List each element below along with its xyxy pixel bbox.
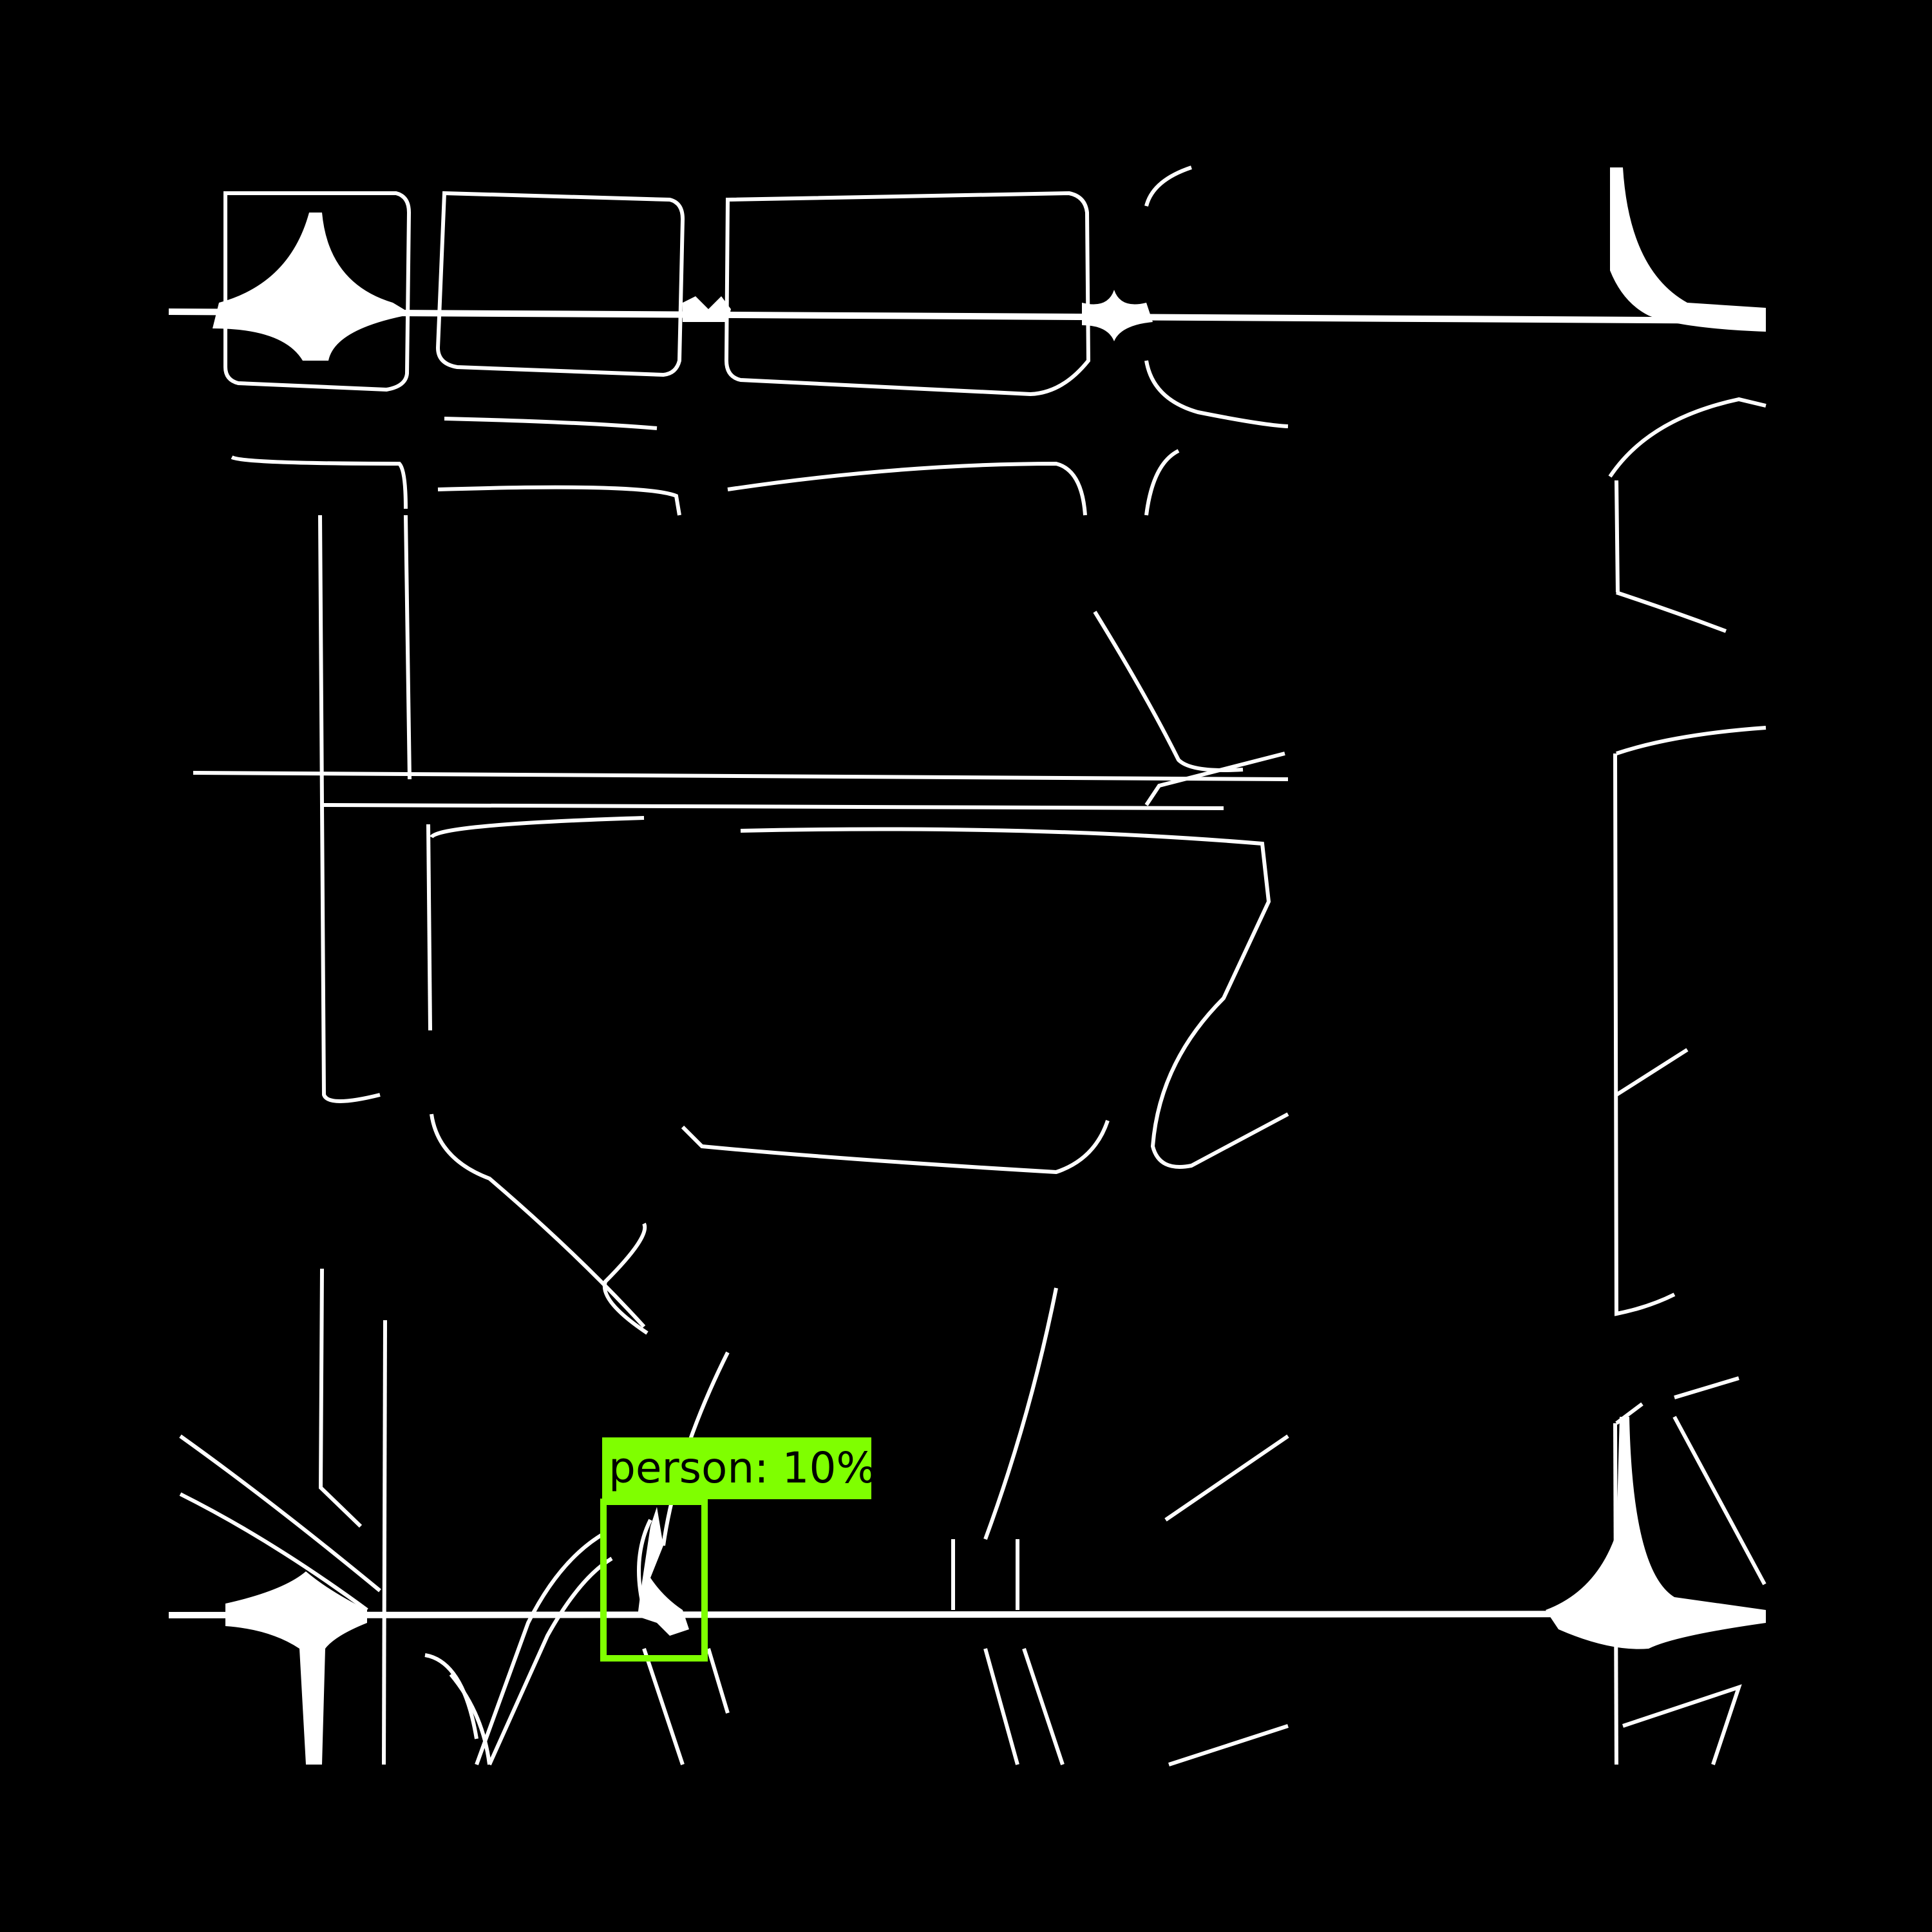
white-blob-shapes <box>213 167 1766 1765</box>
detection-label: person: 10% <box>602 1437 876 1499</box>
detection-bounding-box <box>600 1499 708 1662</box>
white-line-pattern <box>168 166 1766 1766</box>
